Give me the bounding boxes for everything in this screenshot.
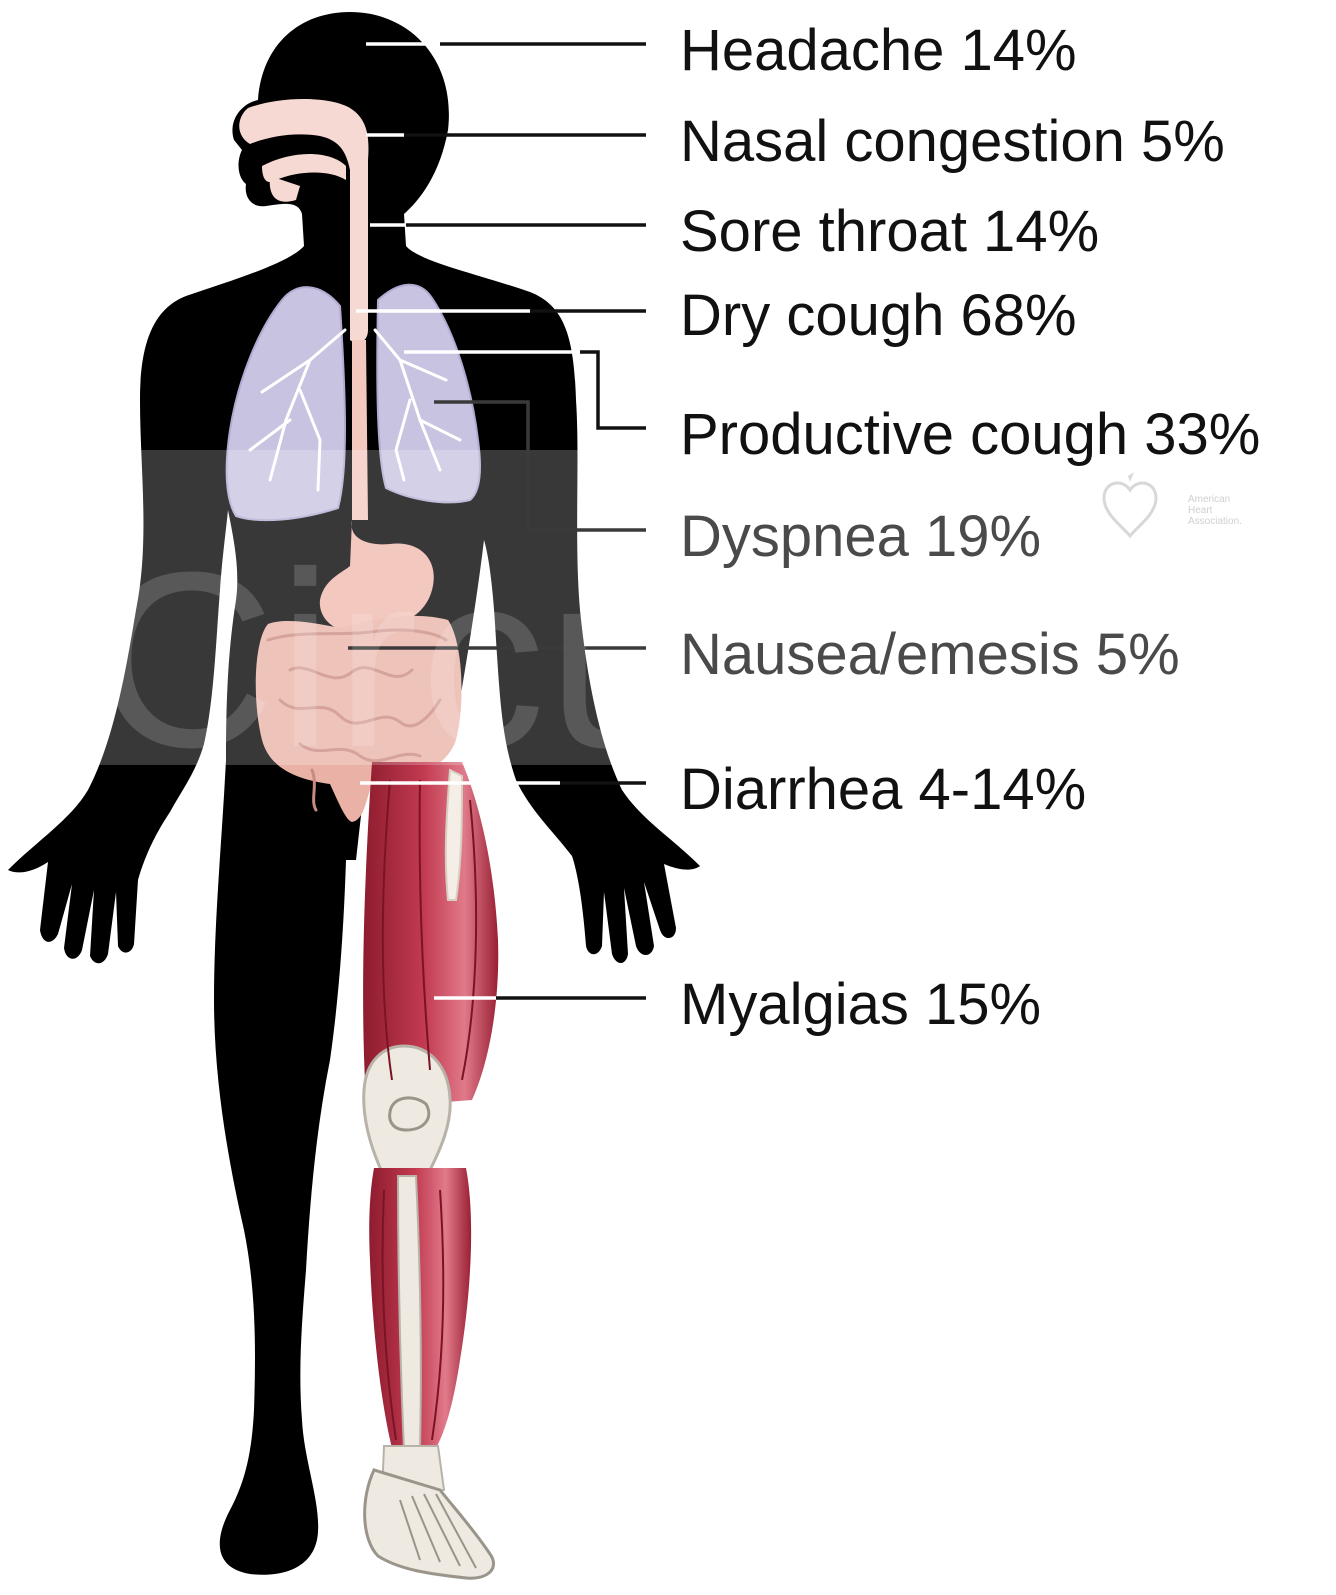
label-productive-cough: Productive cough 33%: [680, 406, 1260, 464]
label-nasal-congestion: Nasal congestion 5%: [680, 113, 1225, 171]
label-dyspnea: Dyspnea 19%: [680, 508, 1041, 566]
label-headache: Headache 14%: [680, 22, 1077, 80]
leg-anatomy: [363, 762, 498, 1578]
publisher-watermark: American Heart Association.: [1188, 494, 1242, 527]
label-sore-throat: Sore throat 14%: [680, 203, 1099, 261]
label-dry-cough: Dry cough 68%: [680, 287, 1077, 345]
label-myalgias: Myalgias 15%: [680, 976, 1041, 1034]
label-nausea-emesis: Nausea/emesis 5%: [680, 626, 1180, 684]
label-diarrhea: Diarrhea 4-14%: [680, 761, 1086, 819]
